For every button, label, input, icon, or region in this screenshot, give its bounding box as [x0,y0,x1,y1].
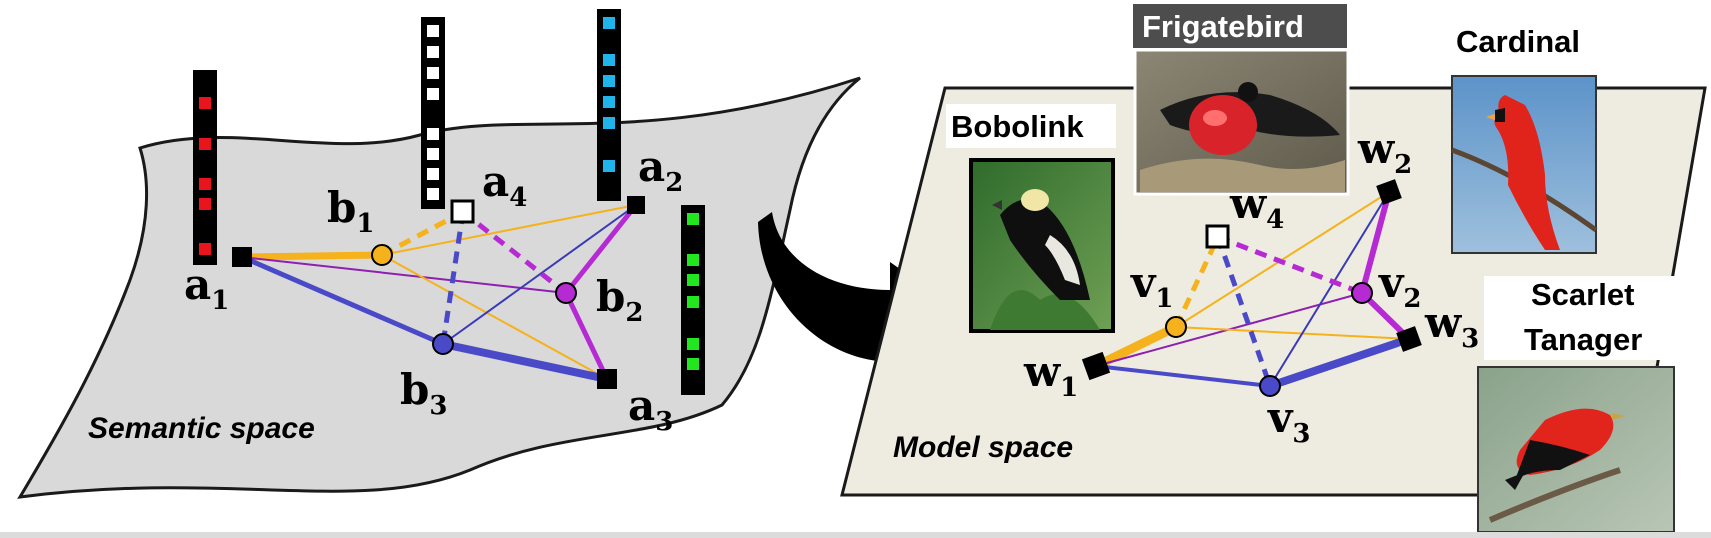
edge-w4-v3 [1215,236,1273,387]
edge-a4-b2 [461,210,568,295]
scarlet-tanager-label-box [1484,276,1704,360]
label-a1: a1 [184,260,229,316]
edge-b1-a3 [381,254,608,380]
node-v2 [1351,282,1373,304]
node-w2 [1376,179,1402,205]
model-space-title: Model space [893,431,1073,464]
model-space-panel: w1 w2 w3 w4 v1 v2 v3 Model space Bobolin… [840,4,1707,533]
node-b3 [432,333,454,355]
label-w2: w2 [1357,124,1412,180]
cardinal-photo [1451,75,1598,254]
label-w3: w3 [1424,298,1479,354]
frigatebird-label: Frigatebird [1142,9,1304,44]
edge-w1-v1 [1094,322,1178,371]
frigatebird-label-box [1133,4,1347,48]
cardinal-label: Cardinal [1456,24,1580,59]
node-a1 [232,247,252,267]
bottom-divider [0,532,1711,538]
node-w1 [1081,351,1111,381]
label-a4: a4 [482,157,527,213]
edge-b1-a2 [381,204,637,256]
semantic-space-panel: a1 a2 a3 a4 b1 b2 b3 Semantic space [17,9,861,499]
edge-a4-b3 [440,211,466,345]
node-b1 [371,244,393,266]
semantic-edges [241,203,638,383]
label-w1: w1 [1023,347,1078,403]
edge-b2-a3 [563,291,610,381]
green-attribute-vector [681,205,705,395]
edge-b3-a2 [442,204,637,345]
model-edges [1094,191,1412,390]
node-w4 [1205,224,1230,249]
edge-w1-v3 [1095,364,1271,388]
scarlet-tanager-photo [1477,366,1675,533]
label-v2: v2 [1378,258,1422,314]
node-a2 [627,196,645,214]
red-attribute-vector [193,70,217,265]
blue-attribute-vector [597,9,621,201]
bobolink-label: Bobolink [951,109,1084,144]
edge-a1-b1 [241,251,383,261]
node-a3 [597,369,617,389]
label-a2: a2 [638,142,683,198]
label-b3: b3 [400,365,447,421]
label-v1: v1 [1130,258,1174,314]
edge-v1-w3 [1175,326,1410,340]
edge-v2-w2 [1359,191,1392,294]
node-v1 [1165,316,1187,338]
edge-v1-w4 [1173,235,1221,329]
semantic-space-title: Semantic space [88,412,315,445]
label-a3: a3 [628,381,673,437]
label-b1: b1 [327,183,374,239]
label-v3: v3 [1267,393,1311,449]
edge-a1-b3 [241,254,444,347]
node-w3 [1396,326,1422,352]
node-v3 [1259,375,1281,397]
scarlet-tanager-label-line2: Tanager [1524,322,1642,357]
edge-b1-a4 [380,209,465,258]
edge-v3-w3 [1268,335,1411,390]
bobolink-label-box [946,104,1116,148]
edge-b2-a2 [564,203,638,295]
node-a4 [450,199,475,224]
label-b2: b2 [596,272,643,328]
white-attribute-vector [421,17,445,209]
frigatebird-photo [1133,48,1350,196]
edge-v3-w2 [1269,191,1390,387]
edge-w4-v2 [1217,234,1363,296]
edge-a1-b2 [241,256,567,294]
edge-b3-a3 [442,340,608,383]
bobolink-photo [969,158,1115,333]
scarlet-tanager-label-line1: Scarlet [1531,277,1634,312]
node-b2 [555,282,577,304]
